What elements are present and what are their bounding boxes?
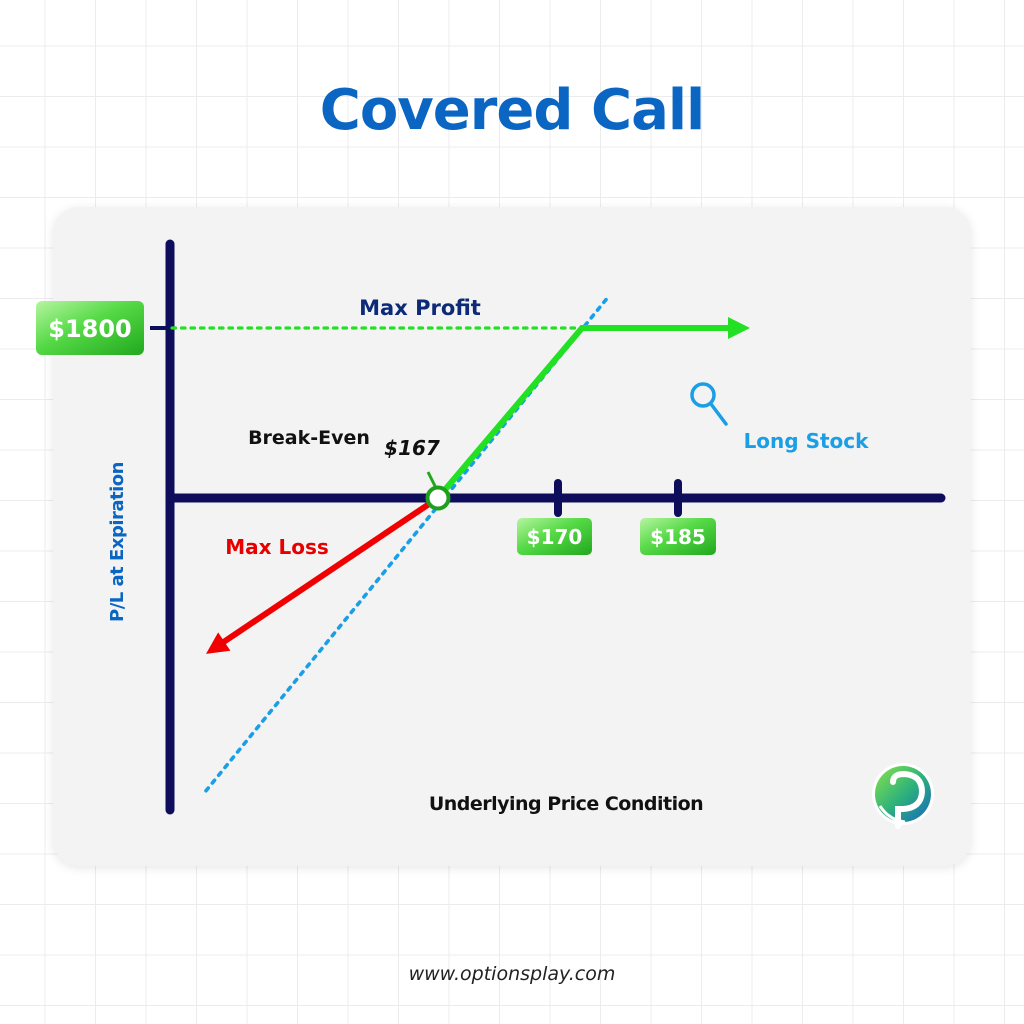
page-title: Covered Call [319, 78, 706, 143]
x-axis-title: Underlying Price Condition [429, 793, 703, 815]
x-tick-label-170: $170 [527, 525, 583, 549]
x-tick-label-tag-185 [640, 518, 716, 555]
break-even-marker [425, 485, 451, 511]
max-loss-arrowhead [206, 632, 231, 654]
website-url: www.optionsplay.com [408, 963, 616, 985]
chart-card [53, 207, 971, 866]
max-profit-arrowhead [728, 317, 750, 339]
magnifier-icon [690, 382, 716, 408]
brand-logo [872, 763, 934, 829]
y-tick-label-tag [36, 301, 144, 355]
long-stock-label: Long Stock [744, 429, 870, 453]
break-even-label: Break-Even [248, 427, 370, 449]
max-loss-line [220, 495, 440, 646]
x-tick-label-tag-170 [517, 518, 592, 555]
max-profit-label: Max Profit [359, 296, 481, 320]
max-profit-line [435, 325, 730, 500]
break-even-price-label: $167 [384, 436, 440, 460]
y-axis-title: P/L at Expiration [107, 462, 128, 622]
x-tick-label-185: $185 [650, 525, 706, 549]
max-loss-label: Max Loss [225, 535, 329, 559]
magnifier-handle [709, 402, 728, 426]
y-tick-label-1800: $1800 [48, 315, 132, 343]
